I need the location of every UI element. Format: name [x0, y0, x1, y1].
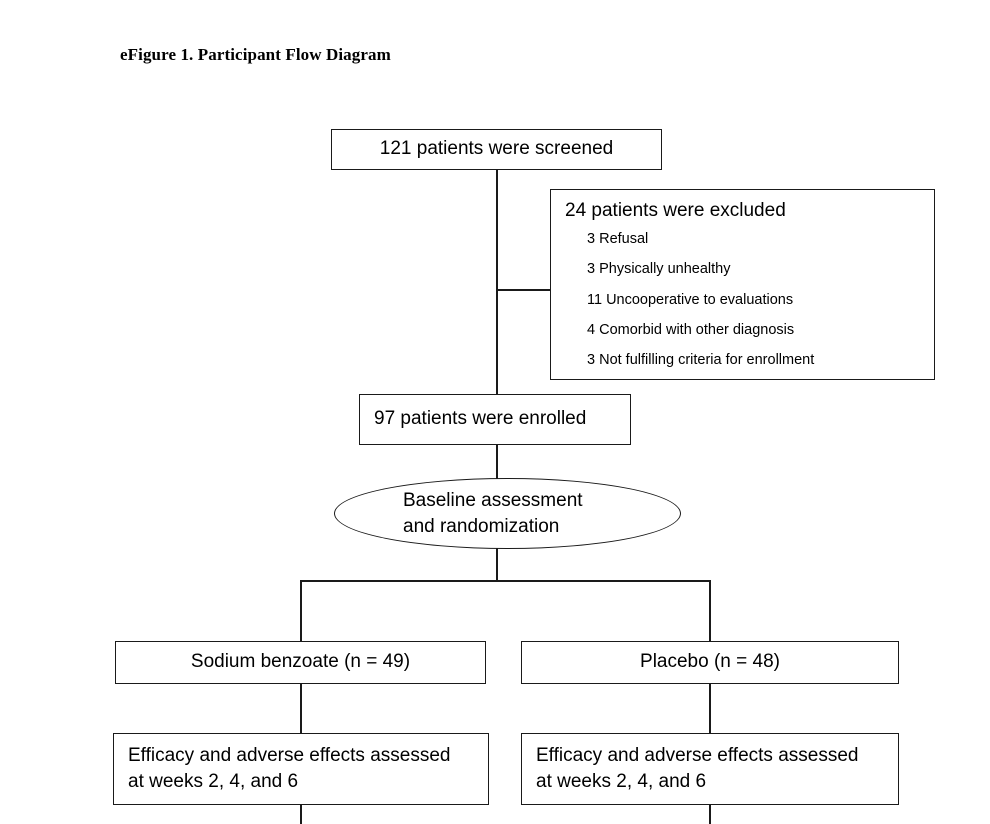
connector-split-to-arm-left [300, 580, 302, 642]
excluded-reason-item: 4 Comorbid with other diagnosis [587, 321, 795, 338]
excluded-reason-list: 3 Refusal 3 Physically unhealthy 11 Unco… [565, 231, 934, 370]
node-assessment-sodium-benzoate-line2: at weeks 2, 4, and 6 [128, 771, 299, 792]
node-assessment-placebo-line1: Efficacy and adverse effects assessed [536, 745, 859, 767]
excluded-reason-item: 3 Physically unhealthy [587, 261, 731, 278]
node-excluded: 24 patients were excluded 3 Refusal 3 Ph… [550, 189, 935, 380]
node-assessment-placebo: Efficacy and adverse effects assessed at… [521, 733, 899, 805]
node-randomization: Baseline assessment and randomization [334, 478, 681, 549]
connector-split-to-arm-right [709, 580, 711, 642]
connector-arm-right-to-assessment [709, 684, 711, 734]
node-assessment-sodium-benzoate-line1: Efficacy and adverse effects assessed [128, 745, 451, 767]
node-randomization-line2: and randomization [403, 515, 560, 537]
connector-branch-to-excluded [496, 289, 552, 291]
node-arm-placebo: Placebo (n = 48) [521, 641, 899, 684]
node-screened-label: 121 patients were screened [379, 138, 614, 160]
excluded-reason-item: 3 Refusal [587, 230, 649, 247]
excluded-reason-item: 3 Not fulfilling criteria for enrollment [587, 352, 815, 369]
excluded-reason-item: 11 Uncooperative to evaluations [587, 291, 794, 308]
connector-assessment-right-continues [709, 805, 711, 824]
node-arm-sodium-benzoate-label: Sodium benzoate (n = 49) [190, 651, 411, 673]
figure-title: eFigure 1. Participant Flow Diagram [120, 45, 391, 64]
node-screened: 121 patients were screened [331, 129, 662, 170]
node-randomization-line1: Baseline assessment [403, 490, 583, 512]
node-excluded-header: 24 patients were excluded [565, 200, 786, 221]
connector-screened-to-enrolled [496, 169, 498, 395]
node-arm-sodium-benzoate: Sodium benzoate (n = 49) [115, 641, 486, 684]
node-assessment-placebo-line2: at weeks 2, 4, and 6 [536, 771, 707, 792]
connector-enrolled-to-randomization [496, 444, 498, 482]
node-enrolled-label: 97 patients were enrolled [374, 408, 587, 430]
connector-assessment-left-continues [300, 805, 302, 824]
node-enrolled: 97 patients were enrolled [359, 394, 631, 445]
connector-randomization-to-split [496, 544, 498, 582]
connector-split-bar [300, 580, 711, 582]
node-assessment-sodium-benzoate: Efficacy and adverse effects assessed at… [113, 733, 489, 805]
node-arm-placebo-label: Placebo (n = 48) [640, 651, 780, 673]
connector-arm-left-to-assessment [300, 684, 302, 734]
